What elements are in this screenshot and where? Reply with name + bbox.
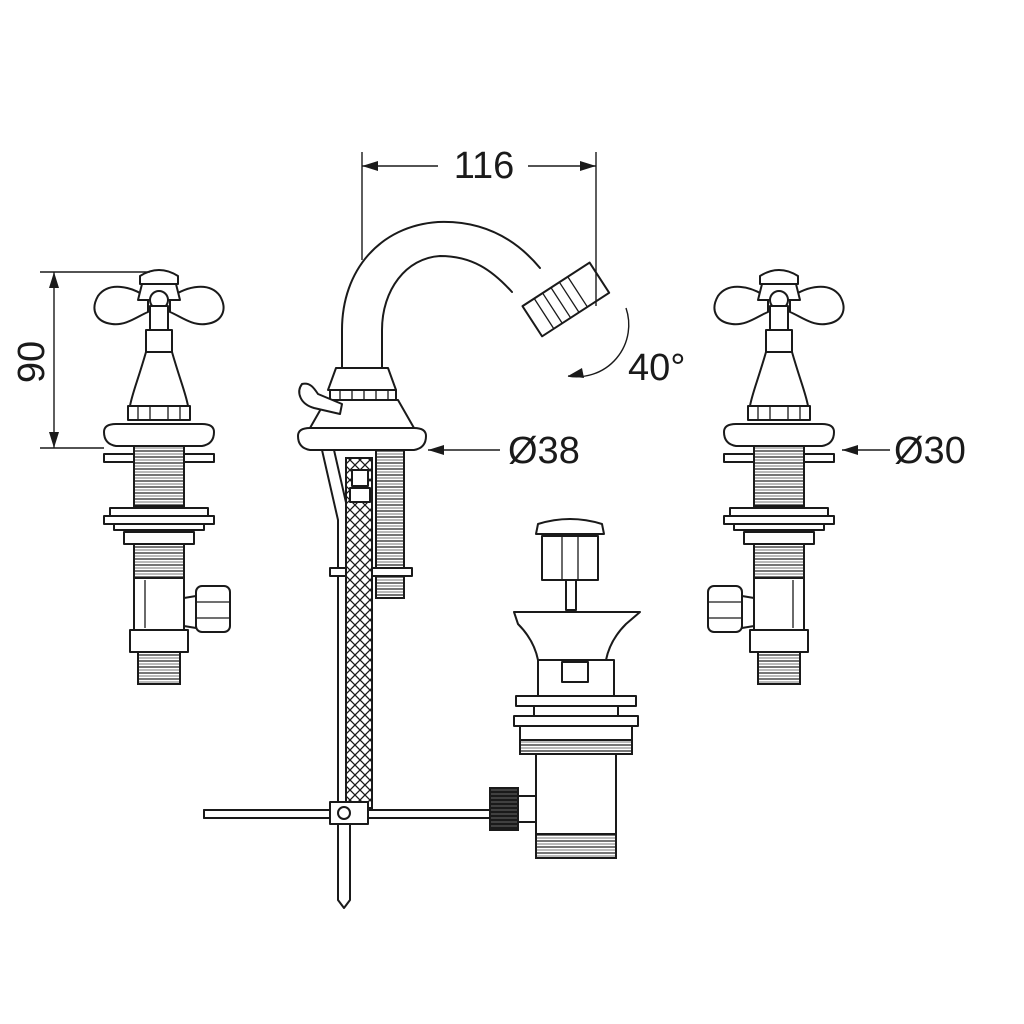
dimension-center-diameter: Ø38 — [428, 430, 580, 472]
dimension-label-d30: Ø30 — [894, 430, 966, 472]
dimension-side-diameter: Ø30 — [842, 430, 966, 472]
right-cross-handle-valve — [707, 269, 845, 685]
dimension-swivel-angle: 40° — [567, 307, 685, 389]
dimension-label-40: 40° — [628, 347, 685, 389]
dimension-spout-reach: 116 — [361, 145, 597, 306]
dimension-label-116: 116 — [454, 145, 515, 187]
dimension-label-d38: Ø38 — [508, 430, 580, 472]
dimension-label-90: 90 — [11, 341, 53, 383]
pop-up-waste — [203, 518, 641, 859]
left-cross-handle-valve — [93, 269, 231, 685]
center-swivel-spout — [297, 220, 611, 909]
dimension-handle-height: 90 — [11, 271, 150, 449]
